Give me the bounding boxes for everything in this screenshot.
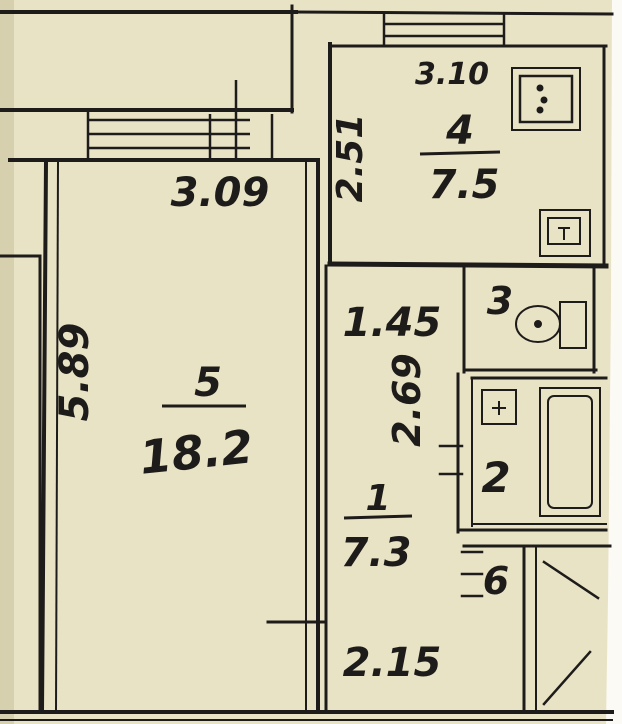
washbasin-icon <box>481 389 517 425</box>
stove-icon <box>511 67 581 131</box>
wall-closet-door-swing <box>542 560 600 600</box>
dimension-kitchen-width: 3.10 <box>415 57 489 92</box>
window-kitchen <box>382 14 506 46</box>
bathtub-icon <box>539 387 601 517</box>
wall-living-left-outer <box>39 159 49 715</box>
dimension-hall-length: 2.69 <box>385 353 429 447</box>
room-area-kitchen: 7.5 <box>429 162 500 208</box>
room-number-living: 5 <box>194 360 222 406</box>
dimension-hall-width-top: 1.45 <box>343 300 442 346</box>
dimension-kitchen-length: 2.51 <box>330 114 371 203</box>
room-area-hall: 7.3 <box>341 530 412 576</box>
room-number-toilet: 3 <box>487 279 513 323</box>
walls <box>0 4 614 721</box>
paper-shadow-left <box>0 0 14 724</box>
fraction-bar-kitchen <box>419 150 501 156</box>
room-number-closet: 6 <box>483 559 509 603</box>
room-number-bath: 2 <box>481 453 510 502</box>
wall-closet-door-lower <box>542 650 592 706</box>
wall-living-left-inner <box>54 160 60 714</box>
dimension-hall-width-bottom: 2.15 <box>343 640 442 686</box>
fraction-bar-hall <box>343 514 413 520</box>
room-number-kitchen: 4 <box>445 108 474 154</box>
toilet-icon <box>515 301 587 349</box>
wall-kitchen-bottom <box>327 261 609 269</box>
room-area-living: 18.2 <box>137 419 256 485</box>
page-edge-right <box>606 0 622 724</box>
window-living <box>86 80 274 160</box>
sink-icon <box>539 209 591 257</box>
dimension-living-width: 3.09 <box>171 170 270 216</box>
room-number-hall: 1 <box>365 478 390 519</box>
wall-top-right <box>294 10 614 16</box>
dimension-living-length: 5.89 <box>52 323 98 422</box>
